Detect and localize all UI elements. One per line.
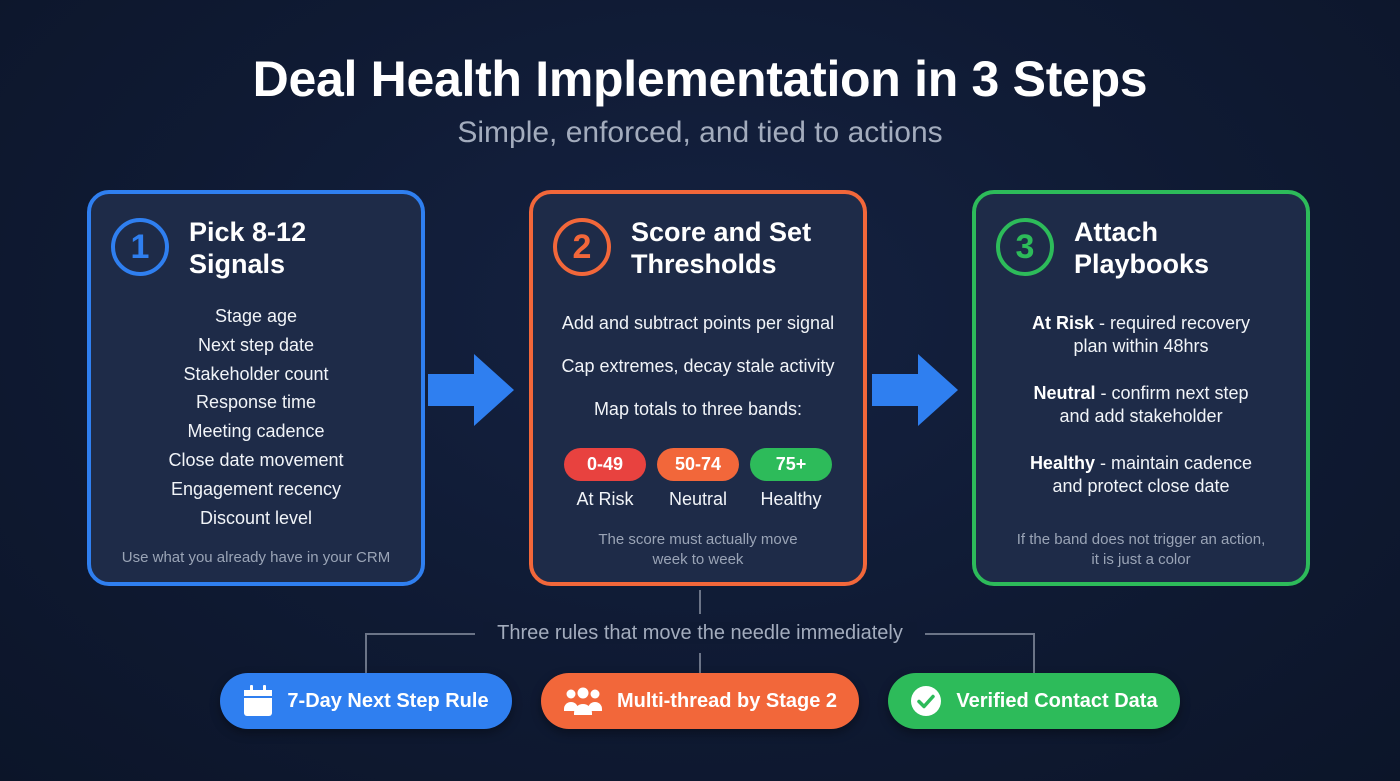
band-at-risk: 0-49 At Risk (563, 448, 647, 510)
page-title: Deal Health Implementation in 3 Steps (252, 51, 1148, 107)
rules-label-text: Three rules that move the needle immedia… (483, 622, 917, 644)
connector-line (699, 590, 701, 614)
step-footnote: The score must actually move week to wee… (598, 531, 798, 568)
playbook-band: Neutral (1033, 383, 1096, 403)
step-number-badge: 2 (553, 218, 611, 276)
step-number-badge: 3 (996, 218, 1054, 276)
step-title: Score and Set Thresholds (631, 217, 812, 279)
list-item: Close date movement (168, 449, 344, 470)
connector-line (1033, 633, 1035, 675)
playbook-band: At Risk (1031, 313, 1094, 333)
band-range-pill: 50-74 (657, 448, 739, 481)
signal-list: Stage age Next step date Stakeholder cou… (91, 302, 421, 532)
page-subtitle: Simple, enforced, and tied to actions (457, 116, 943, 149)
playbook-action: - maintain cadence and protect close dat… (1052, 453, 1253, 496)
band-label: Healthy (760, 489, 822, 509)
step-title: Attach Playbooks (1074, 217, 1210, 279)
step-footnote: If the band does not trigger an action, … (1016, 531, 1266, 568)
rule-label: Verified Contact Data (956, 689, 1158, 712)
scoring-rule: Map totals to three bands: (593, 399, 803, 419)
rule-multi-thread[interactable]: Multi-thread by Stage 2 (541, 673, 859, 729)
connector-line (699, 653, 701, 673)
users-icon (563, 687, 602, 715)
step-card-1: 1 Pick 8-12 Signals Stage age Next step … (87, 190, 425, 586)
band-healthy: 75+ Healthy (749, 448, 833, 510)
list-item: Discount level (199, 507, 313, 528)
playbook-at-risk: At Risk - required recovery plan within … (976, 312, 1306, 358)
list-item: Stage age (214, 306, 298, 326)
arrow-right-icon (872, 354, 958, 426)
step-header: 3 Attach Playbooks (996, 216, 1294, 280)
step-number-badge: 1 (111, 218, 169, 276)
list-item: Stakeholder count (183, 363, 329, 384)
arrow-right-icon (428, 354, 514, 426)
rules-label: Three rules that move the needle immedia… (0, 622, 1400, 645)
list-item: Meeting cadence (187, 421, 325, 442)
check-circle-icon (911, 686, 942, 716)
step-card-2: 2 Score and Set Thresholds Add and subtr… (529, 190, 867, 586)
band-range-pill: 0-49 (564, 448, 646, 481)
scoring-rules: Add and subtract points per signal Cap e… (533, 313, 863, 442)
step-title: Pick 8-12 Signals (189, 217, 307, 279)
band-range-pill: 75+ (750, 448, 832, 481)
playbook-band: Healthy (1029, 453, 1095, 473)
scoring-rule: Add and subtract points per signal (561, 313, 835, 333)
connector-line (925, 633, 1035, 635)
band-neutral: 50-74 Neutral (656, 448, 740, 510)
list-item: Response time (195, 392, 317, 413)
step-card-3: 3 Attach Playbooks At Risk - required re… (972, 190, 1310, 586)
scoring-rule: Cap extremes, decay stale activity (561, 356, 835, 376)
calendar-icon (244, 685, 273, 716)
playbook-neutral: Neutral - confirm next step and add stak… (976, 382, 1306, 428)
step-header: 1 Pick 8-12 Signals (111, 216, 409, 280)
rule-label: 7-Day Next Step Rule (287, 689, 489, 712)
playbook-action: - required recovery plan within 48hrs (1073, 313, 1251, 356)
list-item: Next step date (197, 334, 315, 355)
rule-label: Multi-thread by Stage 2 (616, 689, 838, 712)
list-item: Engagement recency (170, 478, 342, 499)
playbook-list: At Risk - required recovery plan within … (976, 312, 1306, 522)
step-header: 2 Score and Set Thresholds (553, 216, 851, 280)
connector-line (365, 633, 475, 635)
step-footnote: Use what you already have in your CRM (121, 549, 391, 566)
band-label: At Risk (576, 489, 634, 509)
playbook-healthy: Healthy - maintain cadence and protect c… (976, 452, 1306, 498)
playbook-action: - confirm next step and add stakeholder (1059, 383, 1249, 426)
band-label: Neutral (668, 489, 728, 509)
rule-7-day-next-step[interactable]: 7-Day Next Step Rule (220, 673, 512, 729)
rule-verified-contact[interactable]: Verified Contact Data (888, 673, 1180, 729)
connector-line (365, 633, 367, 675)
score-bands: 0-49 At Risk 50-74 Neutral 75+ Healthy (563, 448, 833, 510)
